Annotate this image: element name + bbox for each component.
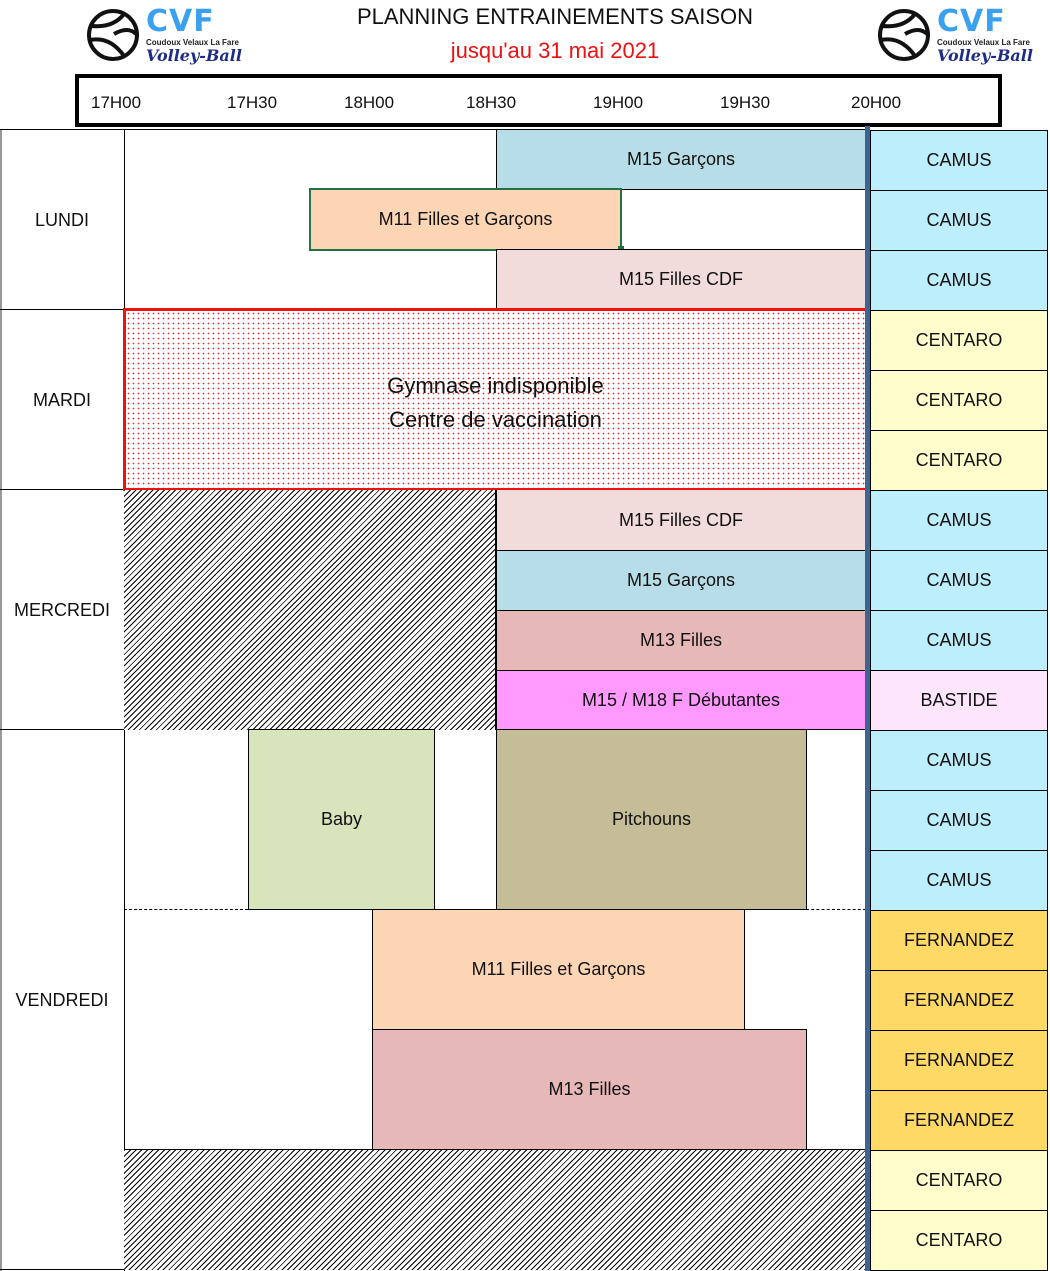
time-tick: 17H00 [91,93,142,112]
time-tick: 20H00 [851,93,902,112]
logo-subtitle: Coudoux Velaux La Fare [937,38,1030,47]
time-tick: 18H30 [466,93,517,112]
session-m11-filles-garcons[interactable]: M11 Filles et Garçons [309,188,622,251]
time-tick: 17H30 [227,93,278,112]
location-fernandez: FERNANDEZ [870,1090,1048,1151]
day-label-vendredi: VENDREDI [15,989,109,1010]
day-label-mercredi: MERCREDI [13,599,110,620]
page-subtitle: jusqu'au 31 mai 2021 [450,38,660,63]
hatched-unavailable [124,1149,866,1270]
session-m11-filles-garcons[interactable]: M11 Filles et Garçons [372,909,745,1030]
session-m15-filles-cdf[interactable]: M15 Filles CDF [496,490,866,551]
time-limit-divider [865,126,870,1271]
volleyball-icon [878,9,930,61]
time-header [75,74,1002,127]
location-camus: CAMUS [870,490,1048,551]
session-m15-m18-debutantes[interactable]: M15 / M18 F Débutantes [496,670,866,730]
location-camus: CAMUS [870,850,1048,911]
logo-cvf: CVF [937,4,1006,39]
day-separator [0,729,124,730]
location-camus: CAMUS [870,730,1048,791]
hatched-unavailable [124,490,496,730]
day-label-lundi: LUNDI [34,209,89,230]
dashed-separator [806,909,866,910]
unavailable-line-1: Gymnase indisponible [387,373,604,398]
day-separator [0,489,124,490]
location-bastide: BASTIDE [870,670,1048,731]
location-camus: CAMUS [870,610,1048,671]
location-fernandez: FERNANDEZ [870,970,1048,1031]
location-centaro: CENTARO [870,370,1048,431]
session-m15-filles-cdf[interactable]: M15 Filles CDF [496,249,866,310]
page-title: PLANNING ENTRAINEMENTS SAISON [356,4,754,29]
location-camus: CAMUS [870,130,1048,191]
location-centaro: CENTARO [870,310,1048,371]
club-logo-right: CVF Coudoux Velaux La Fare Volley-Ball [875,4,1045,66]
grid-top-line [0,129,870,130]
time-tick: 19H30 [720,93,771,112]
session-baby[interactable]: Baby [248,729,435,910]
dashed-separator [124,909,248,910]
time-tick: 19H00 [593,93,644,112]
location-column: CAMUS CAMUS CAMUS CENTARO CENTARO CENTAR… [870,129,1048,1271]
location-centaro: CENTARO [870,430,1048,491]
location-centaro: CENTARO [870,1150,1048,1211]
unavailable-block: Gymnase indisponible Centre de vaccinati… [123,308,868,491]
location-fernandez: FERNANDEZ [870,1030,1048,1091]
logo-subtitle: Coudoux Velaux La Fare [146,38,239,47]
time-tick: 18H00 [344,93,395,112]
location-fernandez: FERNANDEZ [870,910,1048,971]
location-centaro: CENTARO [870,1210,1048,1271]
location-camus: CAMUS [870,550,1048,611]
session-pitchouns[interactable]: Pitchouns [496,729,807,910]
volleyball-icon [87,9,139,61]
session-m15-garcons[interactable]: M15 Garçons [496,130,866,190]
location-camus: CAMUS [870,190,1048,251]
location-camus: CAMUS [870,790,1048,851]
unavailable-line-2: Centre de vaccination [389,407,602,432]
club-logo-left: CVF Coudoux Velaux La Fare Volley-Ball [84,4,254,66]
session-m13-filles[interactable]: M13 Filles [496,610,866,671]
logo-sport: Volley-Ball [937,46,1033,65]
logo-cvf: CVF [146,4,215,39]
session-m13-filles[interactable]: M13 Filles [372,1029,807,1150]
session-m15-garcons[interactable]: M15 Garçons [496,550,866,611]
day-label-mardi: MARDI [33,389,91,410]
location-camus: CAMUS [870,250,1048,311]
day-separator [0,309,124,310]
grid-left-border [0,129,2,1271]
logo-sport: Volley-Ball [146,46,242,65]
